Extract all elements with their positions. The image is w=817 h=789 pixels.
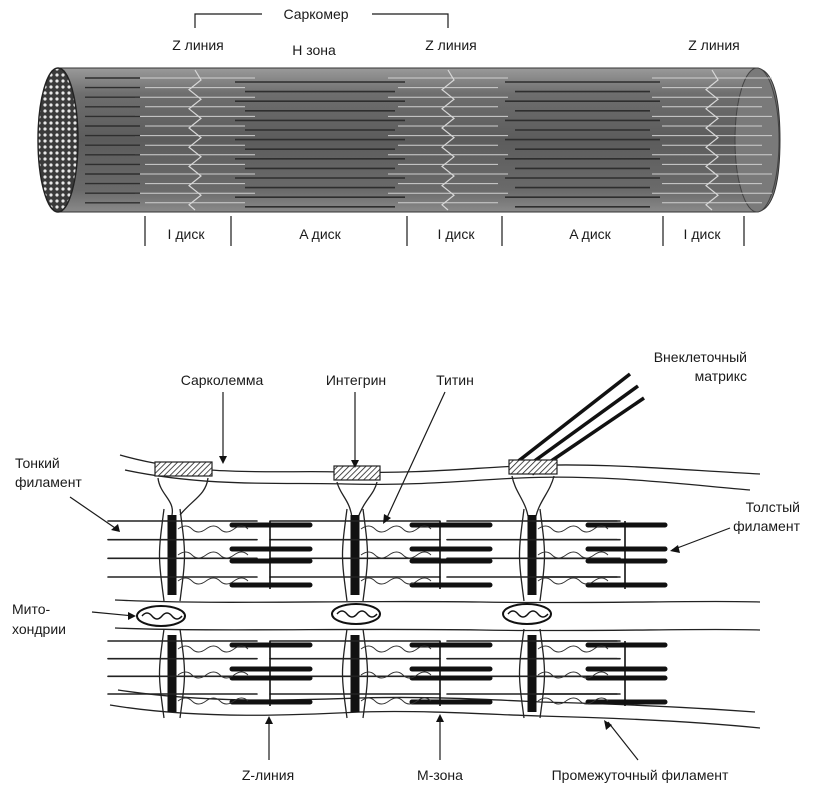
mitochondria-label-line-2: хондрии bbox=[12, 621, 66, 637]
band-label-a-1: A диск bbox=[299, 226, 341, 242]
m-zone-label: M-зона bbox=[417, 767, 463, 783]
integrin-label: Интегрин bbox=[326, 372, 386, 388]
z-line-label-1: Z линия bbox=[172, 37, 224, 53]
z-line-label-2: Z линия bbox=[425, 37, 477, 53]
h-zone-label: H зона bbox=[292, 42, 336, 58]
sarcomere-label: Саркомер bbox=[283, 6, 348, 22]
band-label-a-2: A диск bbox=[569, 226, 611, 242]
ecm-label-line-1: Внеклеточный bbox=[654, 349, 747, 365]
mitochondria-label-line-1: Мито- bbox=[12, 601, 51, 617]
ecm-label-line-2: матрикс bbox=[695, 368, 747, 384]
sarcomere-ultrastructure bbox=[108, 374, 760, 728]
band-label-i-2: I диск bbox=[438, 226, 476, 242]
myofibril-cylinder bbox=[38, 68, 780, 212]
extracellular-matrix-fibers bbox=[512, 374, 644, 474]
mitochondria bbox=[137, 604, 551, 626]
sarcomere-bracket: Саркомер bbox=[195, 6, 448, 28]
intermediate-filament-label: Промежуточный филамент bbox=[552, 767, 729, 783]
integrin-plate-3 bbox=[509, 460, 557, 474]
thick-filament-label-line-2: филамент bbox=[733, 518, 800, 534]
titin-label: Титин bbox=[436, 372, 474, 388]
band-label-i-1: I диск bbox=[168, 226, 206, 242]
band-label-i-3: I диск bbox=[684, 226, 722, 242]
integrin-plate-1 bbox=[155, 462, 212, 476]
thin-filament-label-line-2: филамент bbox=[15, 474, 82, 490]
integrin-plate-2 bbox=[334, 466, 380, 480]
thin-filament-label-line-1: Тонкий bbox=[15, 455, 60, 471]
z-line-label-3: Z линия bbox=[688, 37, 740, 53]
sarcolemma-membrane bbox=[120, 455, 760, 474]
thick-filament-label-line-1: Толстый bbox=[746, 499, 800, 515]
z-line-bottom-label: Z-линия bbox=[242, 767, 294, 783]
cross-section-face bbox=[38, 68, 78, 212]
sarcolemma-label: Сарколемма bbox=[181, 372, 264, 388]
